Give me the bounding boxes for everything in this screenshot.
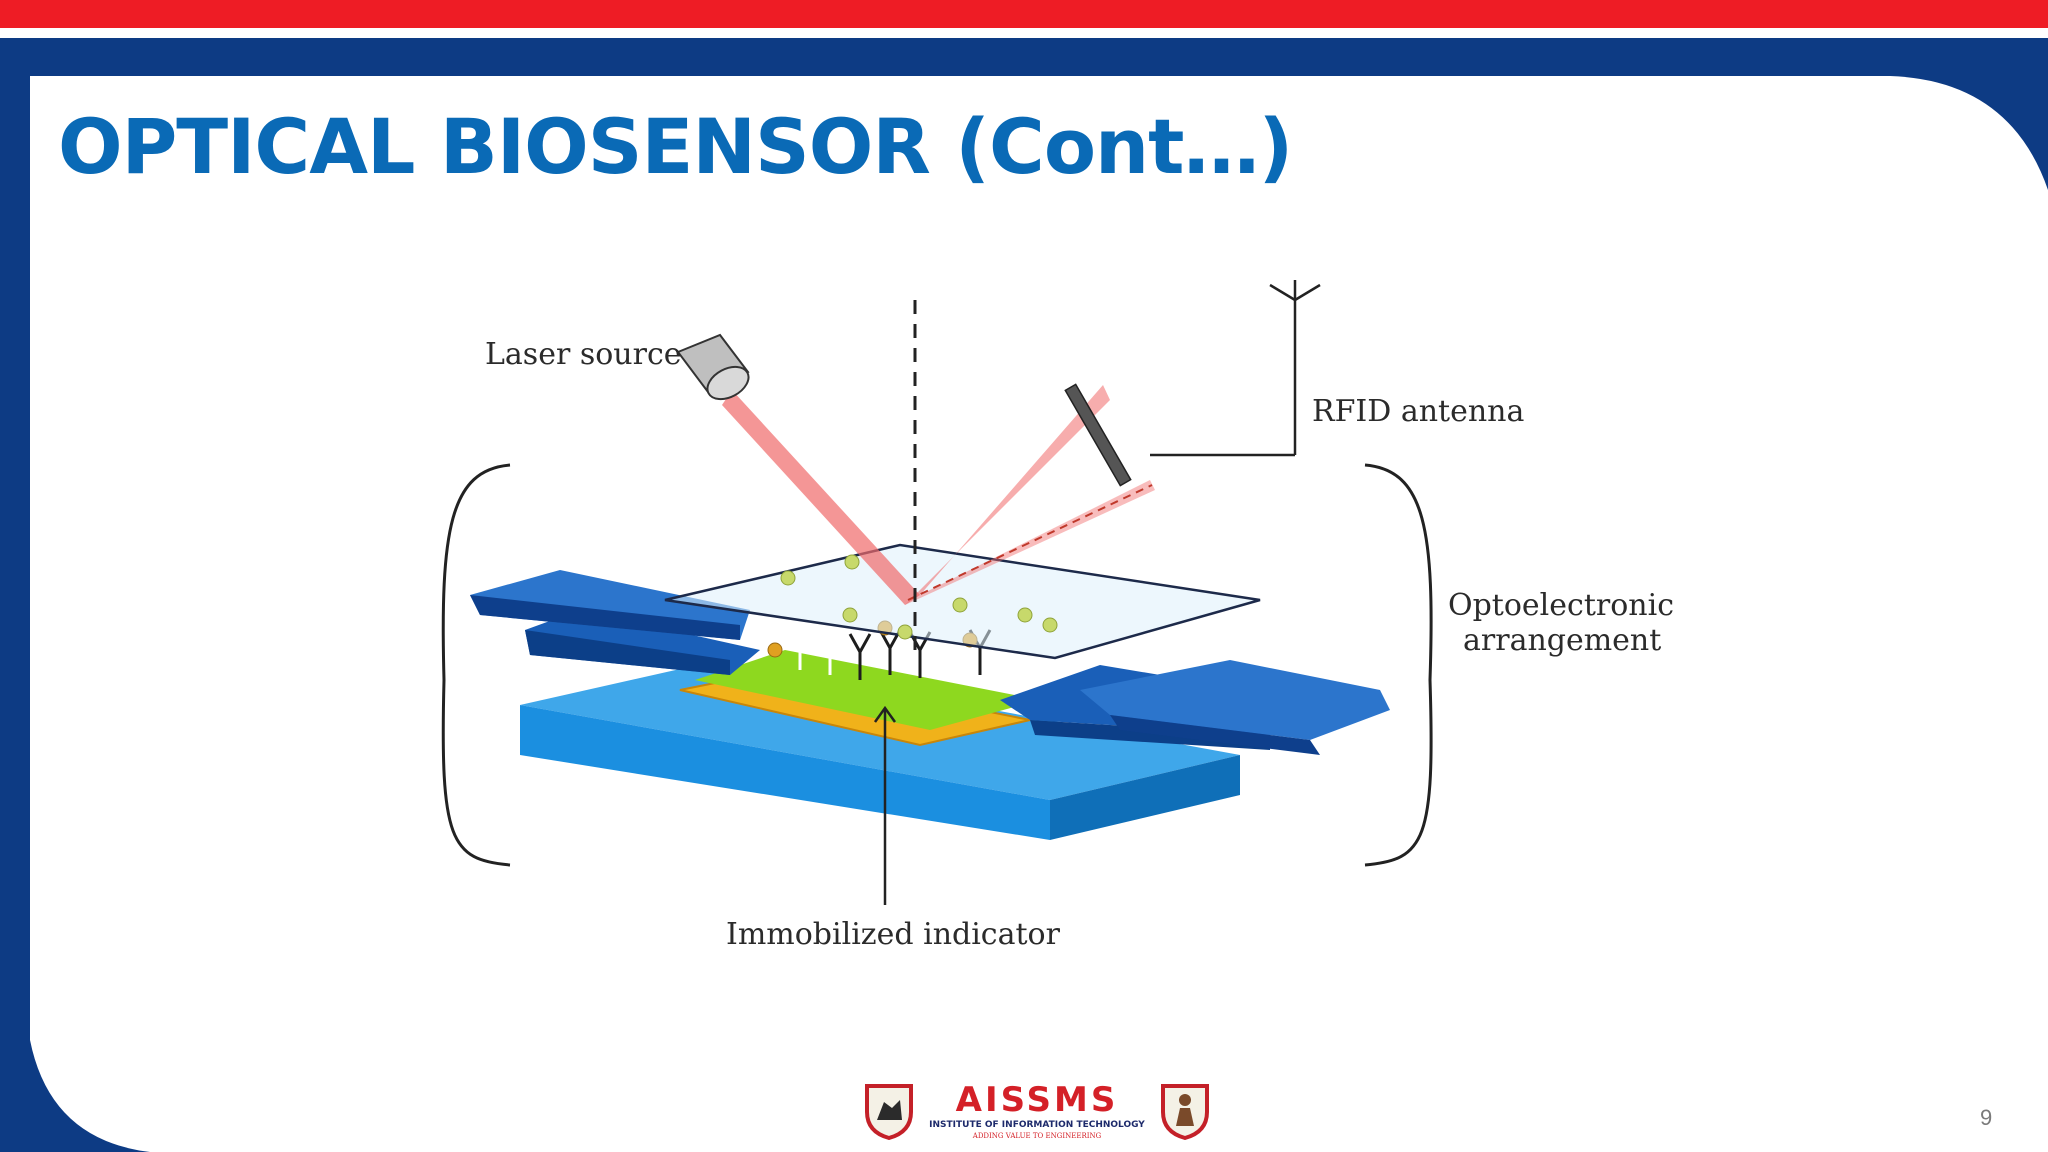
- molecules: [780, 554, 1058, 640]
- label-optoelectronic: Optoelectronic: [1448, 588, 1674, 623]
- page-number: 9: [1980, 1105, 1993, 1130]
- brand-tagline: ADDING VALUE TO ENGINEERING: [972, 1132, 1102, 1140]
- institute-logo: AISSMS INSTITUTE OF INFORMATION TECHNOLO…: [862, 1080, 1212, 1144]
- laser-beams: [722, 385, 1155, 605]
- left-crest-icon: [865, 1084, 913, 1140]
- label-rfid-antenna: RFID antenna: [1312, 394, 1525, 429]
- optical-biosensor-diagram: Laser source RFID antenna Optoelectronic…: [441, 280, 1674, 952]
- right-electrodes: [1000, 660, 1390, 755]
- label-laser-source: Laser source: [485, 337, 682, 372]
- indicator-arrow: [873, 705, 897, 905]
- left-electrodes: [470, 570, 760, 675]
- rfid-antenna-wiring: [1150, 280, 1321, 457]
- label-immobilized-indicator: Immobilized indicator: [726, 917, 1061, 952]
- detector-plate: [1064, 383, 1132, 487]
- left-bracket: [441, 463, 511, 867]
- label-arrangement: arrangement: [1463, 623, 1661, 658]
- top-red-bar: [0, 0, 2048, 28]
- laser-source-device: [676, 333, 750, 401]
- brand-name: AISSMS: [955, 1080, 1119, 1120]
- sensing-layer: [695, 650, 1040, 730]
- right-bracket: [1364, 463, 1433, 867]
- brand-subtitle: INSTITUTE OF INFORMATION TECHNOLOGY: [929, 1120, 1145, 1130]
- right-crest-icon: [1161, 1084, 1209, 1140]
- slide-title: OPTICAL BIOSENSOR (Cont…): [58, 102, 1293, 191]
